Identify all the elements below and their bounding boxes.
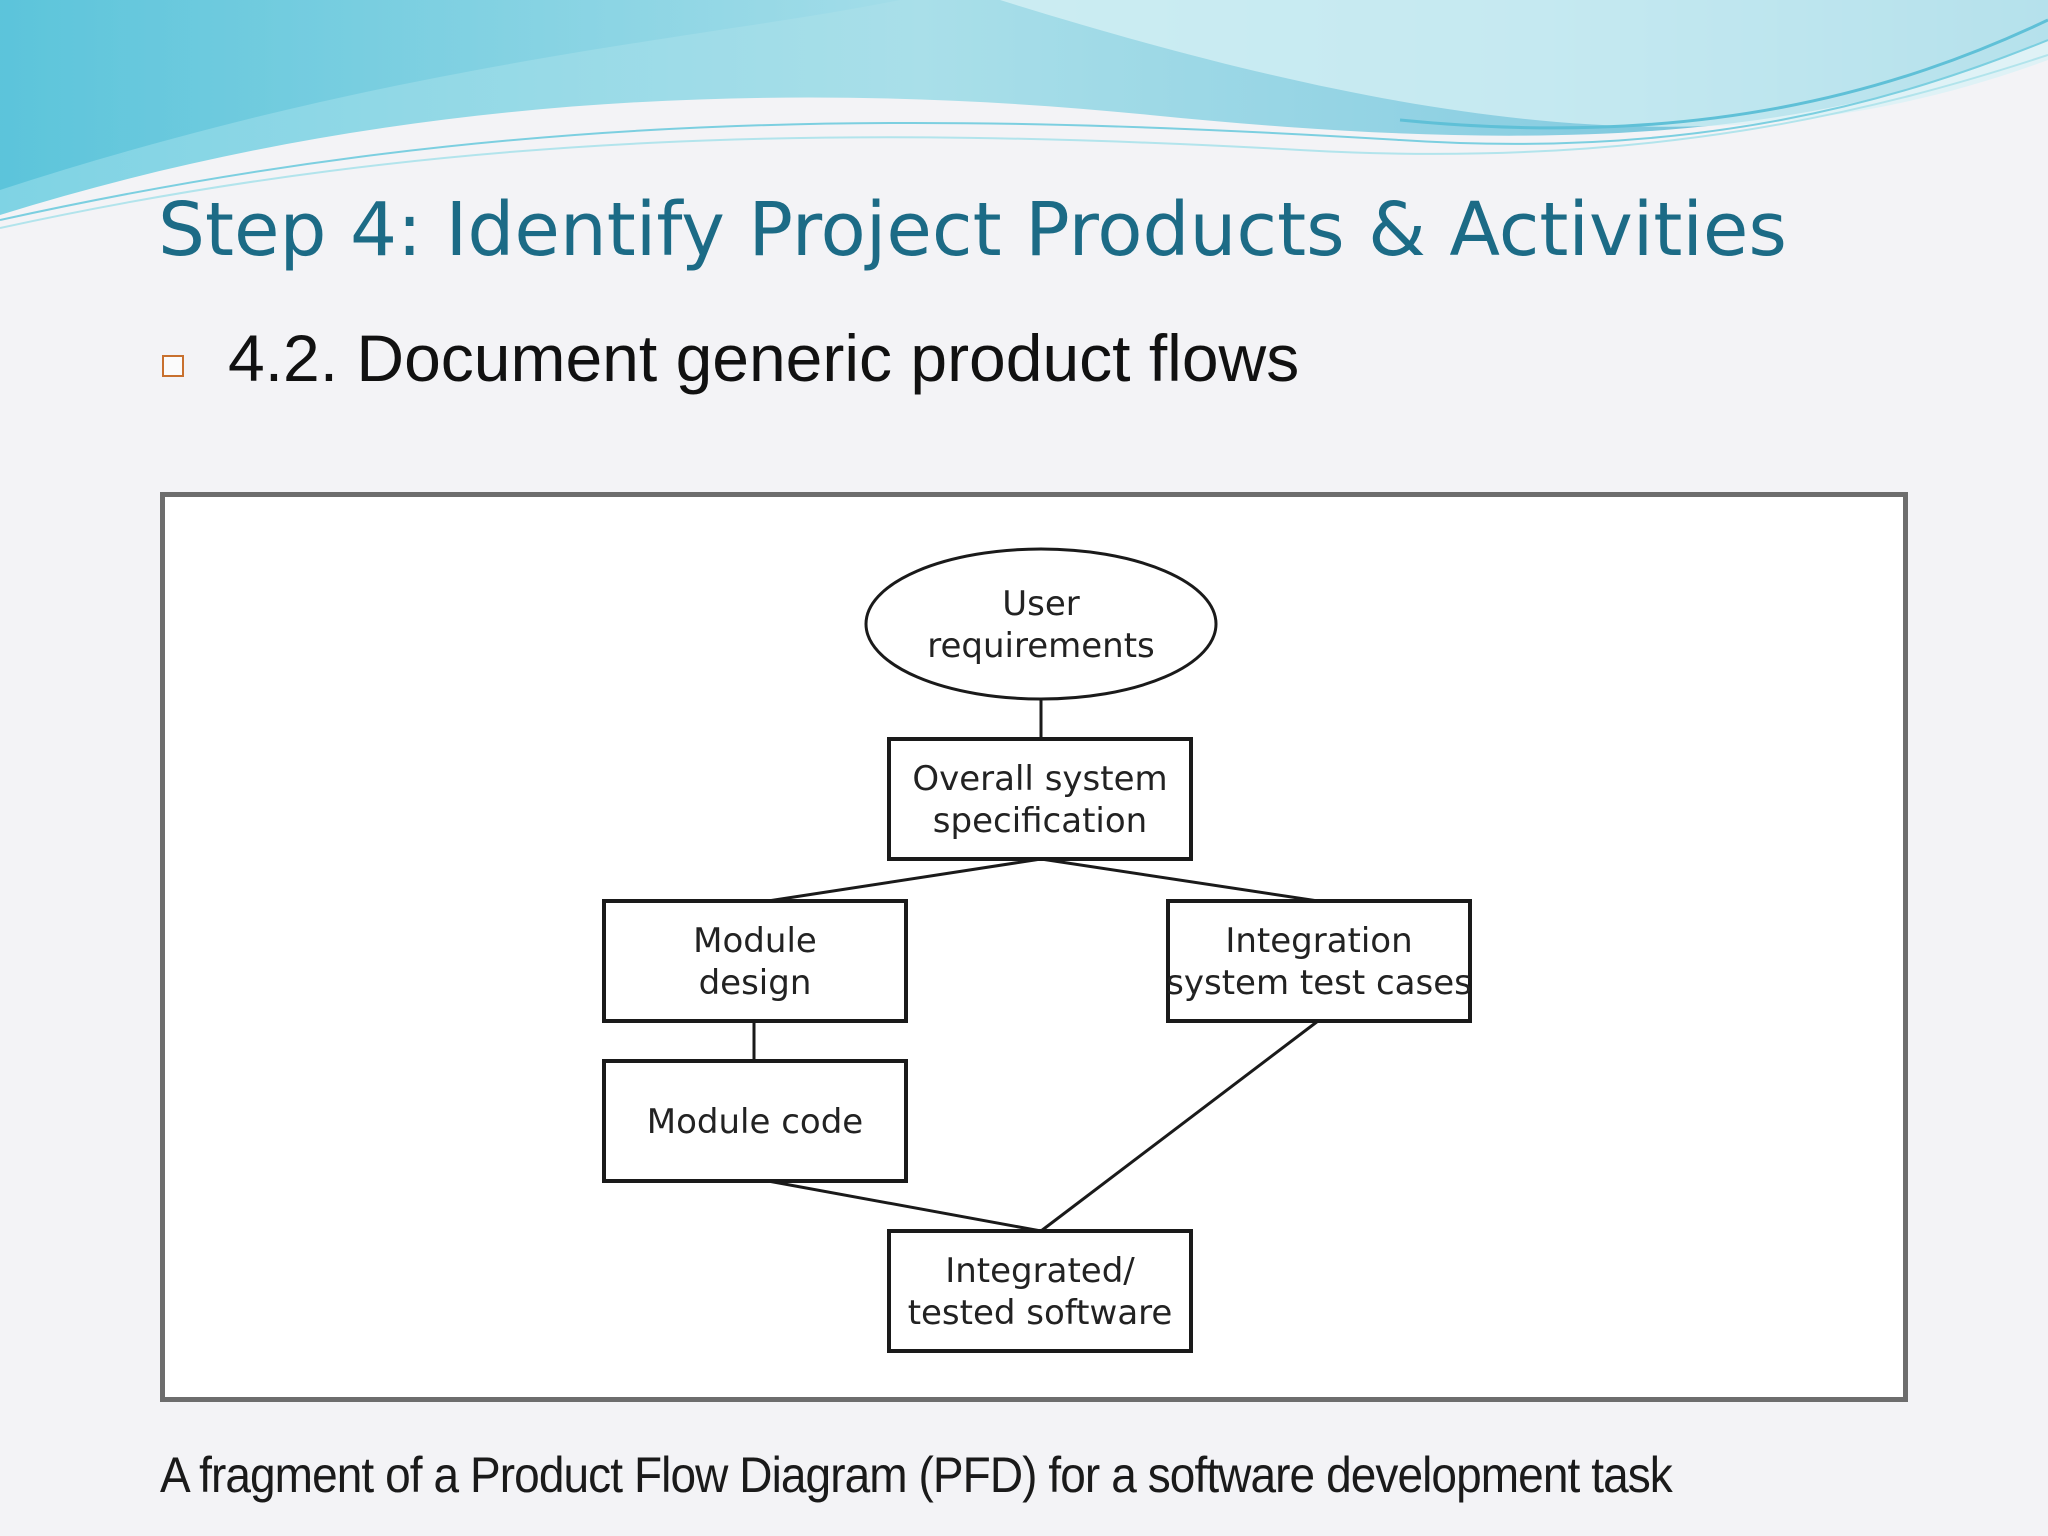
square-bullet-icon <box>162 355 184 377</box>
node-module-design: Module design <box>602 899 908 1023</box>
edge-spec-to-module-design <box>767 857 1042 903</box>
edge-spec-to-integration <box>1040 857 1319 903</box>
node-user-requirements-line2: requirements <box>927 626 1155 666</box>
node-overall-spec-line1: Overall system <box>912 759 1167 799</box>
node-integration-system-test-cases: Integration system test cases <box>1166 899 1472 1023</box>
node-module-code-line1: Module code <box>647 1102 863 1142</box>
node-integration-line1: Integration <box>1225 921 1412 961</box>
node-overall-spec-line2: specification <box>933 801 1147 841</box>
node-module-design-line2: design <box>699 963 812 1003</box>
bullet-item: 4.2. Document generic product flows <box>162 318 1299 398</box>
edge-code-to-integrated <box>767 1179 1042 1233</box>
node-integrated-line2: tested software <box>908 1293 1173 1333</box>
edge-integration-to-integrated <box>1040 1019 1319 1233</box>
slide-title: Step 4: Identify Project Products & Acti… <box>158 187 1787 273</box>
node-module-design-line1: Module <box>693 921 817 961</box>
figure-caption: A fragment of a Product Flow Diagram (PF… <box>160 1447 1673 1503</box>
node-module-code: Module code <box>602 1059 908 1183</box>
bullet-text: 4.2. Document generic product flows <box>228 321 1300 395</box>
node-integration-line2: system test cases <box>1166 963 1472 1003</box>
connector-lines <box>752 699 1319 1233</box>
product-flow-diagram: User requirements Overall system specifi… <box>160 492 1908 1402</box>
node-user-requirements-line1: User <box>1002 584 1080 624</box>
node-user-requirements: User requirements <box>864 547 1218 701</box>
node-integrated-line1: Integrated/ <box>945 1251 1135 1291</box>
header-wave-banner <box>0 0 2048 229</box>
node-overall-system-specification: Overall system specification <box>887 737 1193 861</box>
node-integrated-tested-software: Integrated/ tested software <box>887 1229 1193 1353</box>
pfd-canvas: User requirements Overall system specifi… <box>602 547 1472 1353</box>
